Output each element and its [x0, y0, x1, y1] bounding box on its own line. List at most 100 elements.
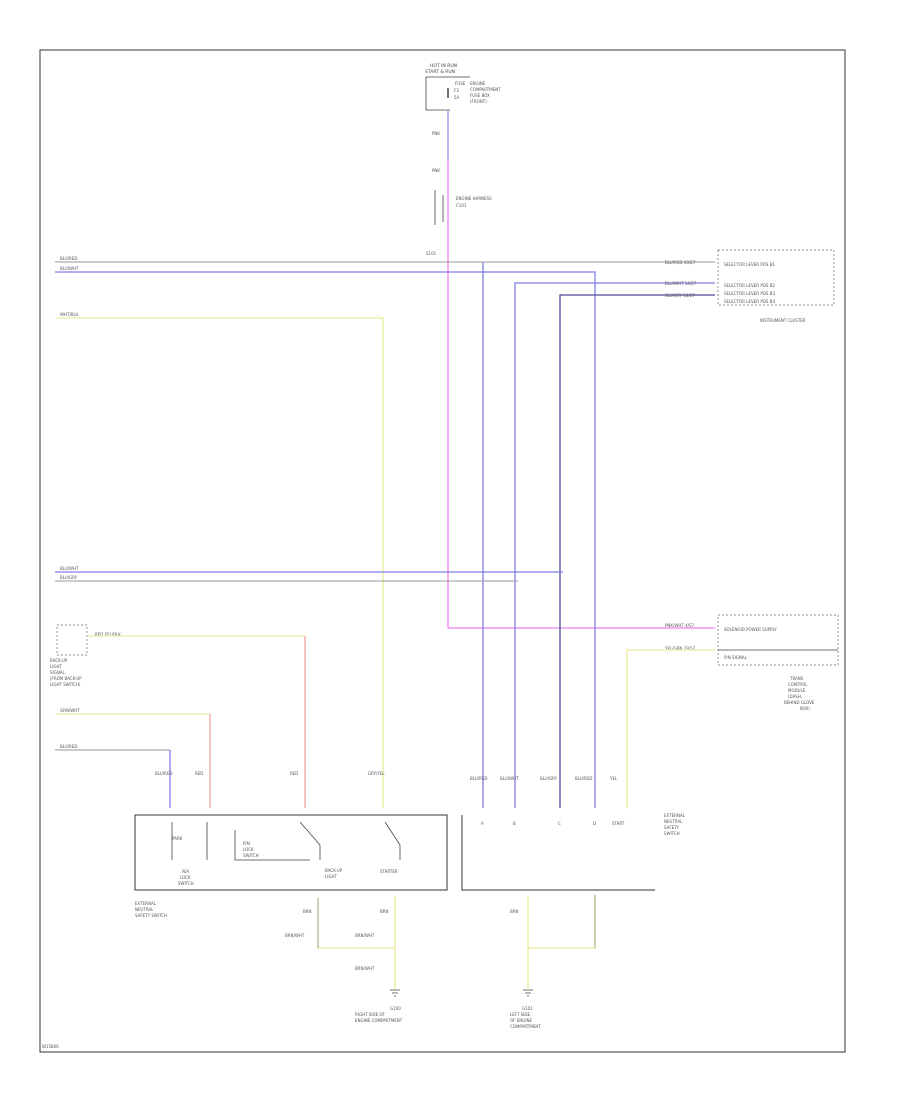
cluster-label-3: SELECTOR LEVER POS B3: [724, 291, 775, 296]
instrument-cluster: BLU/RED 10/27 BLU/WHT 14/27 BLU/GRY 18/2…: [665, 249, 835, 323]
ground-brn-1: BRN: [303, 909, 312, 914]
right-terminal-a: A: [481, 821, 484, 826]
fuse-location-4: (FRONT): [470, 99, 487, 104]
bottom-pin-9: YEL: [609, 776, 618, 781]
fuse-location-2: COMPARTMENT: [470, 87, 501, 92]
bottom-pin-2: RED: [195, 771, 203, 776]
ground-brn-2: BRN: [380, 909, 389, 914]
left-switch-name-3: LOCK: [180, 875, 191, 880]
diagram-frame: [39, 49, 846, 1053]
tcm-name-1: TRANS: [789, 676, 804, 681]
fuse-amp: 5A: [454, 95, 460, 100]
fuse-title-1: HOT IN RUN: [430, 63, 457, 69]
fuse-id: F3: [454, 88, 459, 93]
external-neutral-safety-switch-right: A B C D START EXTERNAL NEUTRAL SAFETY SW…: [461, 813, 686, 891]
right-terminal-b: B: [513, 821, 516, 826]
ground-wire-label-2: BRN/WHT: [355, 933, 375, 938]
ground-wire-label-1: BRN/WHT: [285, 933, 305, 938]
tcm-name-5: BEHIND GLOVE: [784, 700, 815, 705]
right-terminal-start: START: [612, 821, 625, 826]
ground-wire-label-3: BRN/WHT: [355, 966, 375, 971]
backup-light-signal: RED YEL/BLK BACK-UP LIGHT SIGNAL (FROM B…: [50, 624, 121, 687]
cluster-pin-1: BLU/RED 10/27: [665, 260, 696, 265]
fuse-location-1: ENGINE: [470, 81, 486, 86]
tcm-pin-pink: PNK/WHT 4/57: [665, 623, 694, 628]
cluster-box: [717, 249, 835, 306]
left-contact-6: STARTER: [380, 869, 398, 874]
left-switch-box: [134, 814, 448, 891]
right-switch-caption-1: EXTERNAL: [664, 813, 686, 818]
cluster-label-4: SELECTOR LEVER POS B4: [724, 299, 775, 304]
fuse-title-2: START & RUN: [425, 69, 455, 75]
tcm-box: [717, 614, 839, 666]
backup-label-4: (FROM BACK-UP: [50, 676, 82, 681]
splice-label: S101: [426, 251, 437, 256]
ground-1-label-1: RIGHT SIDE OF: [355, 1012, 386, 1017]
right-switch-caption-3: SAFETY: [664, 825, 680, 830]
wire-pink-main: [447, 110, 715, 629]
ground-2-label-1: LEFT SIDE: [510, 1012, 531, 1017]
cluster-label-2: SELECTOR LEVER POS B2: [724, 283, 775, 288]
left-contact-3: SWITCH: [243, 853, 259, 858]
bottom-pin-8: BLU/RED: [575, 776, 592, 781]
tcm-name-2: CONTROL: [788, 682, 808, 687]
fuse-bracket: [425, 76, 470, 111]
left-switch-name-1: PARK: [172, 836, 183, 841]
backup-label-3: SIGNAL: [50, 670, 66, 675]
left-contact-4: BACK-UP: [325, 868, 343, 873]
fuse-wire-2: PNK: [432, 168, 440, 173]
right-switch-frame: [461, 815, 655, 891]
ground-wire-right: [527, 895, 596, 990]
transmission-control-module: PNK/WHT 4/57 YEL/GRN 19/57 SOLENOID POWE…: [664, 614, 839, 711]
connector-label-2: C101: [456, 203, 467, 208]
fuse-label: FUSE: [455, 81, 466, 86]
ground-brn-3: BRN: [510, 909, 519, 914]
tcm-name-3: MODULE: [788, 688, 806, 693]
left-wire-3: WHT/BLU: [60, 312, 79, 317]
left-switch-name-4: SWITCH: [178, 881, 194, 886]
ground-symbol-left: [390, 989, 400, 997]
ground-symbol-right: [523, 989, 533, 997]
switch-contacts: [171, 821, 401, 861]
left-contact-1: P/N: [243, 841, 250, 846]
connector-label: ENGINE HARNESS: [456, 196, 492, 201]
ground-2-label-3: COMPARTMENT: [510, 1024, 541, 1029]
tcm-label-1: SOLENOID POWER SUPPLY: [724, 627, 777, 632]
bottom-pin-5: BLU/RED: [470, 776, 487, 781]
cluster-label-1: SELECTOR LEVER POS B1: [724, 262, 775, 267]
fuse-location-3: FUSE BOX: [470, 93, 490, 98]
left-contact-2: LOCK: [243, 847, 254, 852]
left-wire-6: GRN/WHT: [60, 708, 80, 713]
wire-blue-2: [514, 282, 715, 808]
left-switch-caption-1: EXTERNAL: [135, 901, 157, 906]
ground-1-id: G100: [390, 1006, 401, 1011]
cluster-name: INSTRUMENT CLUSTER: [760, 318, 806, 323]
ground-2-id: G101: [522, 1006, 533, 1011]
right-terminal-c: C: [558, 821, 561, 826]
external-neutral-safety-switch-left: PARK N/A LOCK SWITCH P/N LOCK SWITCH BAC…: [134, 814, 448, 918]
cluster-pin-3: BLU/GRY 18/27: [665, 293, 695, 298]
bottom-pin-7: BLU/GRY: [540, 776, 558, 781]
left-wire-7: BLU/RED: [60, 744, 77, 749]
left-contact-5: LIGHT: [325, 874, 338, 879]
bottom-pin-3: RED: [290, 771, 298, 776]
tcm-label-2: P/N SIGNAL: [724, 655, 748, 660]
left-switch-caption-3: SAFETY SWITCH: [135, 913, 167, 918]
backup-label-2: LIGHT: [50, 664, 63, 669]
top-fuse-group: HOT IN RUN START & RUN FUSE F3 5A ENGINE…: [425, 63, 501, 256]
wire-yellow-main: [55, 317, 384, 808]
right-switch-caption-2: NEUTRAL: [664, 819, 683, 824]
tcm-name-6: BOX): [800, 706, 810, 711]
backup-switch-box: [56, 624, 88, 656]
bottom-pin-6: BLU/WHT: [500, 776, 519, 781]
ground-1-label-2: ENGINE COMPARTMENT: [355, 1018, 403, 1023]
bottom-pin-4: GRY/YEL: [368, 771, 385, 776]
fuse-wire-1: PNK: [432, 131, 440, 136]
connector-symbol: [434, 190, 444, 225]
right-switch-caption-4: SWITCH: [664, 831, 680, 836]
wire-top-blue: [55, 271, 596, 808]
right-terminal-d: D: [593, 821, 596, 826]
backup-label-1: BACK-UP: [50, 658, 68, 663]
cluster-pin-2: BLU/WHT 14/27: [665, 281, 697, 286]
